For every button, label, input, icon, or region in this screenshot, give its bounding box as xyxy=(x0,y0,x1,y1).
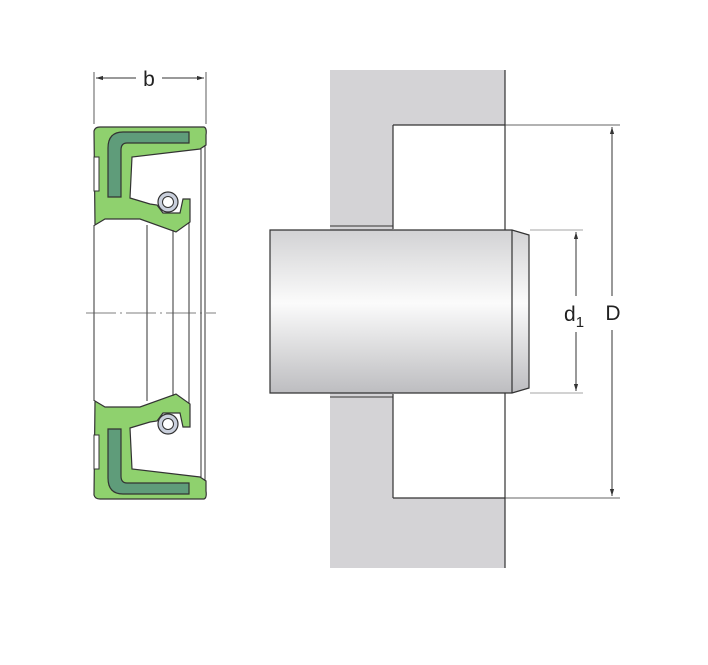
shaft-diameter-dimension: d1 xyxy=(530,229,584,394)
shaft xyxy=(269,229,530,394)
seal-top-half xyxy=(93,126,207,233)
shaft-diameter-label: d1 xyxy=(564,303,584,331)
bore-diameter-label: D xyxy=(605,302,620,325)
seal-cross-section xyxy=(86,126,216,500)
bore-diameter-dimension: D xyxy=(505,124,621,499)
width-label: b xyxy=(143,68,155,91)
seal-bottom-half xyxy=(93,393,207,500)
width-dimension: b xyxy=(93,68,207,124)
